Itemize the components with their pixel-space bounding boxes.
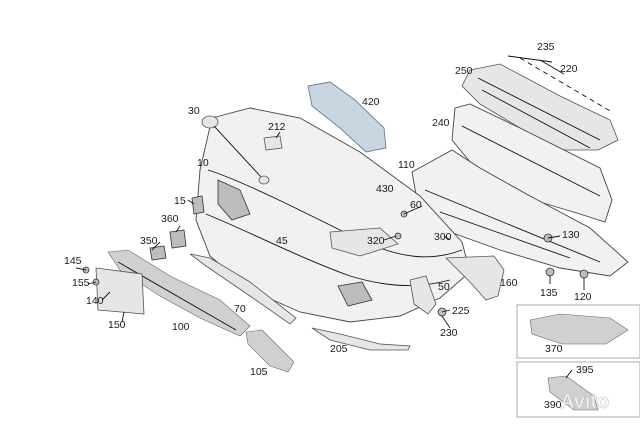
- callout-30: 30: [188, 105, 200, 117]
- callout-160: 160: [500, 277, 518, 289]
- callout-360: 360: [161, 213, 179, 225]
- callout-235: 235: [537, 41, 555, 53]
- air-duct-420: [307, 81, 387, 153]
- side-trim-160: [445, 255, 505, 301]
- small-brackets-left: [82, 195, 205, 286]
- emblem-30: [201, 115, 270, 185]
- callout-390: 390: [544, 399, 562, 411]
- callout-70: 70: [234, 303, 246, 315]
- callout-labels: 235 220 250 420 240 30 212 110 10 430 60…: [64, 41, 594, 411]
- callout-395: 395: [576, 364, 594, 376]
- callout-225: 225: [452, 305, 470, 317]
- callout-240: 240: [432, 117, 450, 129]
- callout-45: 45: [276, 235, 288, 247]
- callout-150: 150: [108, 319, 126, 331]
- trim-strip-205: [311, 327, 411, 351]
- callout-15: 15: [174, 195, 186, 207]
- leader-lines: [75, 131, 585, 379]
- license-plate-140: [95, 267, 145, 315]
- callout-250: 250: [455, 65, 473, 77]
- callout-155: 155: [72, 277, 90, 289]
- upper-carrier-250: [461, 63, 619, 151]
- guide-lines-235-220: [507, 55, 613, 113]
- callout-10: 10: [197, 157, 209, 169]
- inset-box-390: [516, 361, 640, 418]
- callout-320: 320: [367, 235, 385, 247]
- callout-120: 120: [574, 291, 592, 303]
- callout-430: 430: [376, 183, 394, 195]
- callout-110: 110: [398, 159, 415, 171]
- callout-205: 205: [330, 343, 348, 355]
- bumper-cover-10: [195, 107, 471, 323]
- callout-300: 300: [434, 231, 452, 243]
- grille-insert-105: [245, 329, 295, 373]
- inset-box-370: [516, 304, 640, 359]
- callout-130: 130: [562, 229, 580, 241]
- callout-60: 60: [410, 199, 422, 211]
- callout-370: 370: [545, 343, 563, 355]
- callout-230: 230: [440, 327, 458, 339]
- callout-145: 145: [64, 255, 82, 267]
- callout-350: 350: [140, 235, 158, 247]
- callout-140: 140: [86, 295, 104, 307]
- bracket-212: [263, 135, 283, 151]
- callout-50: 50: [438, 281, 450, 293]
- side-trim-50: [409, 275, 437, 315]
- callout-220: 220: [560, 63, 578, 75]
- callout-135: 135: [540, 287, 558, 299]
- callout-100: 100: [172, 321, 190, 333]
- avito-watermark: Avito: [560, 391, 609, 413]
- callout-212: 212: [268, 121, 286, 133]
- callout-420: 420: [362, 96, 380, 108]
- callout-105: 105: [250, 366, 268, 378]
- trim-strip-70: [189, 253, 297, 325]
